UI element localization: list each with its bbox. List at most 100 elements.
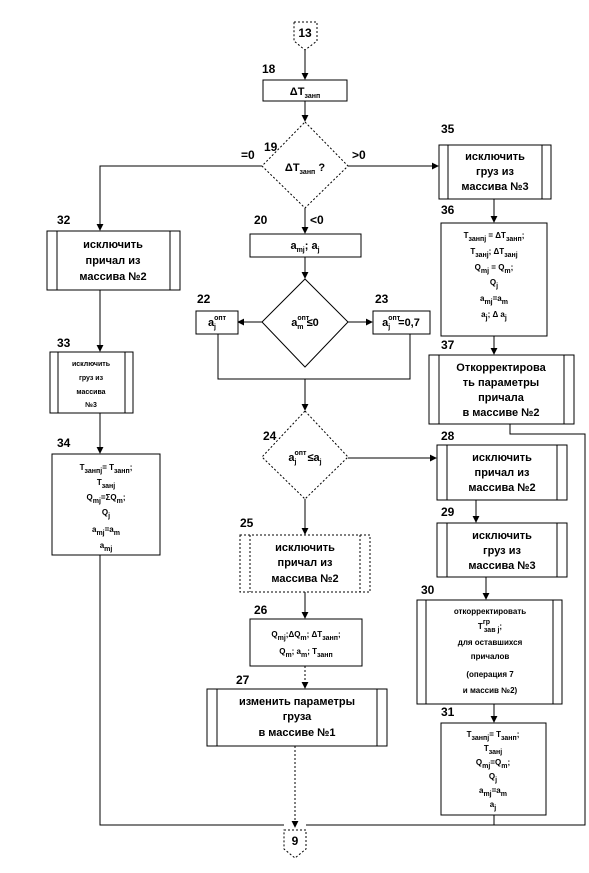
number-24: 24 — [263, 429, 277, 443]
svg-text:Qm; am; Tзанп: Qm; am; Tзанп — [279, 647, 333, 659]
block-35-subprocess: исключить груз из массива №3 — [438, 144, 552, 200]
svg-text:груз из: груз из — [79, 375, 104, 382]
decision-19-main: ΔT — [285, 162, 300, 174]
block-28-subprocess: исключить причал из массива №2 — [436, 444, 568, 501]
number-27: 27 — [236, 673, 250, 687]
number-32: 32 — [57, 213, 71, 227]
svg-text:Tзанпj= Tзанп;: Tзанпj= Tзанп; — [80, 463, 133, 475]
branch-lt0-label: <0 — [310, 213, 324, 227]
branch-labels: =0 >0 <0 — [241, 148, 366, 227]
flow-lines — [96, 50, 586, 828]
decision-19-tail: ? — [315, 162, 325, 174]
block-32-subprocess: исключить причал из массива №2 — [46, 230, 181, 291]
svg-text:Qmj;ΔQm; ΔTзанп;: Qmj;ΔQm; ΔTзанп; — [271, 630, 340, 642]
svg-text:причала: причала — [478, 392, 525, 404]
number-30: 30 — [421, 583, 435, 597]
connector-top-label: 13 — [298, 26, 312, 40]
svg-text:amj=am: amj=am — [480, 294, 508, 306]
number-35: 35 — [441, 122, 455, 136]
number-36: 36 — [441, 203, 455, 217]
number-37: 37 — [441, 338, 455, 352]
svg-text:изменить параметры: изменить параметры — [239, 696, 355, 708]
svg-text:исключить: исключить — [472, 452, 532, 464]
number-22: 22 — [197, 292, 211, 306]
number-23: 23 — [375, 292, 389, 306]
number-19: 19 — [264, 140, 278, 154]
block-29-subprocess: исключить груз из массива №3 — [436, 522, 568, 578]
svg-text:груз из: груз из — [483, 545, 521, 557]
block-34-process: Tзанпj= Tзанп; Tзанj Qmj=ΣQm; Qj amj=am … — [51, 453, 161, 556]
svg-text:amj=am: amj=am — [92, 525, 120, 537]
number-28: 28 — [441, 429, 455, 443]
svg-text:aj: aj — [490, 800, 496, 812]
block-20-process: amj; aj — [249, 233, 362, 258]
svg-text:Tзанj: Tзанj — [97, 478, 115, 490]
svg-text:aj; Δ aj: aj; Δ aj — [481, 310, 507, 322]
svg-text:массива №2: массива №2 — [468, 482, 535, 494]
block-31-process: Tзанпj= Tзанп; Tзанj Qmj=Qm; Qj amj=am a… — [440, 722, 547, 816]
svg-text:исключить: исключить — [83, 239, 143, 251]
svg-text:Qmj = Qm;: Qmj = Qm; — [475, 263, 514, 275]
svg-text:массива №3: массива №3 — [468, 560, 535, 572]
svg-text:ть параметры: ть параметры — [463, 377, 539, 389]
svg-text:amj: amj — [100, 541, 113, 553]
connector-bottom: 9 — [283, 829, 307, 859]
svg-text:причал из: причал из — [86, 255, 141, 267]
svg-text:исключить: исключить — [72, 361, 111, 368]
svg-text:Tзанj; ΔTзанj: Tзанj; ΔTзанj — [470, 247, 517, 259]
svg-text:(операция 7: (операция 7 — [466, 670, 514, 679]
number-20: 20 — [254, 213, 268, 227]
block-18-sub: занп — [304, 93, 320, 100]
number-25: 25 — [240, 516, 254, 530]
block-27-subprocess: изменить параметры груза в массиве №1 — [206, 688, 388, 747]
svg-text:исключить: исключить — [465, 151, 525, 163]
block-36-process: Tзанпj = ΔTзанп; Tзанj; ΔTзанj Qmj = Qm;… — [440, 222, 548, 337]
svg-text:Qj: Qj — [102, 508, 110, 520]
block-37-subprocess: Откорректирова ть параметры причала в ма… — [428, 354, 575, 425]
block-25-subprocess: исключить причал из массива №2 — [239, 534, 371, 593]
svg-text:исключить: исключить — [472, 530, 532, 542]
svg-text:массива №2: массива №2 — [271, 573, 338, 585]
svg-text:причал из: причал из — [278, 557, 333, 569]
svg-text:груз из: груз из — [476, 166, 514, 178]
svg-text:в массиве №2: в массиве №2 — [462, 407, 539, 419]
connector-bottom-label: 9 — [292, 834, 299, 848]
svg-text:груза: груза — [283, 711, 312, 723]
decision-19-sub: занп — [300, 169, 316, 176]
svg-text:Tзанпj= Tзанп;: Tзанпj= Tзанп; — [467, 730, 520, 742]
svg-text:для оставшихся: для оставшихся — [458, 638, 523, 647]
svg-text:amj=am: amj=am — [479, 786, 507, 798]
block-26-process: Qmj;ΔQm; ΔTзанп; Qm; am; Tзанп — [249, 618, 363, 667]
svg-text:откорректировать: откорректировать — [454, 607, 526, 616]
number-34: 34 — [57, 436, 71, 450]
number-29: 29 — [441, 505, 455, 519]
svg-text:№3: №3 — [85, 401, 97, 409]
branch-eq0-label: =0 — [241, 148, 255, 162]
svg-text:ΔTзанп ?: ΔTзанп ? — [285, 162, 325, 176]
svg-text:Qmj=ΣQm;: Qmj=ΣQm; — [86, 493, 125, 505]
svg-text:и массив №2): и массив №2) — [463, 686, 518, 695]
connector-top: 13 — [293, 21, 318, 51]
number-31: 31 — [441, 705, 455, 719]
number-18: 18 — [262, 62, 276, 76]
svg-text:Откорректирова: Откорректирова — [456, 362, 546, 374]
svg-text:ΔTзанп: ΔTзанп — [290, 86, 320, 100]
block-18-main: ΔT — [290, 86, 305, 98]
svg-text:Qj: Qj — [489, 772, 497, 784]
svg-text:в массиве №1: в массиве №1 — [258, 727, 335, 739]
decision-19: ΔTзанп ? — [261, 121, 349, 209]
branch-gt0-label: >0 — [352, 148, 366, 162]
number-26: 26 — [254, 603, 268, 617]
svg-text:amj; aj: amj; aj — [290, 240, 319, 254]
